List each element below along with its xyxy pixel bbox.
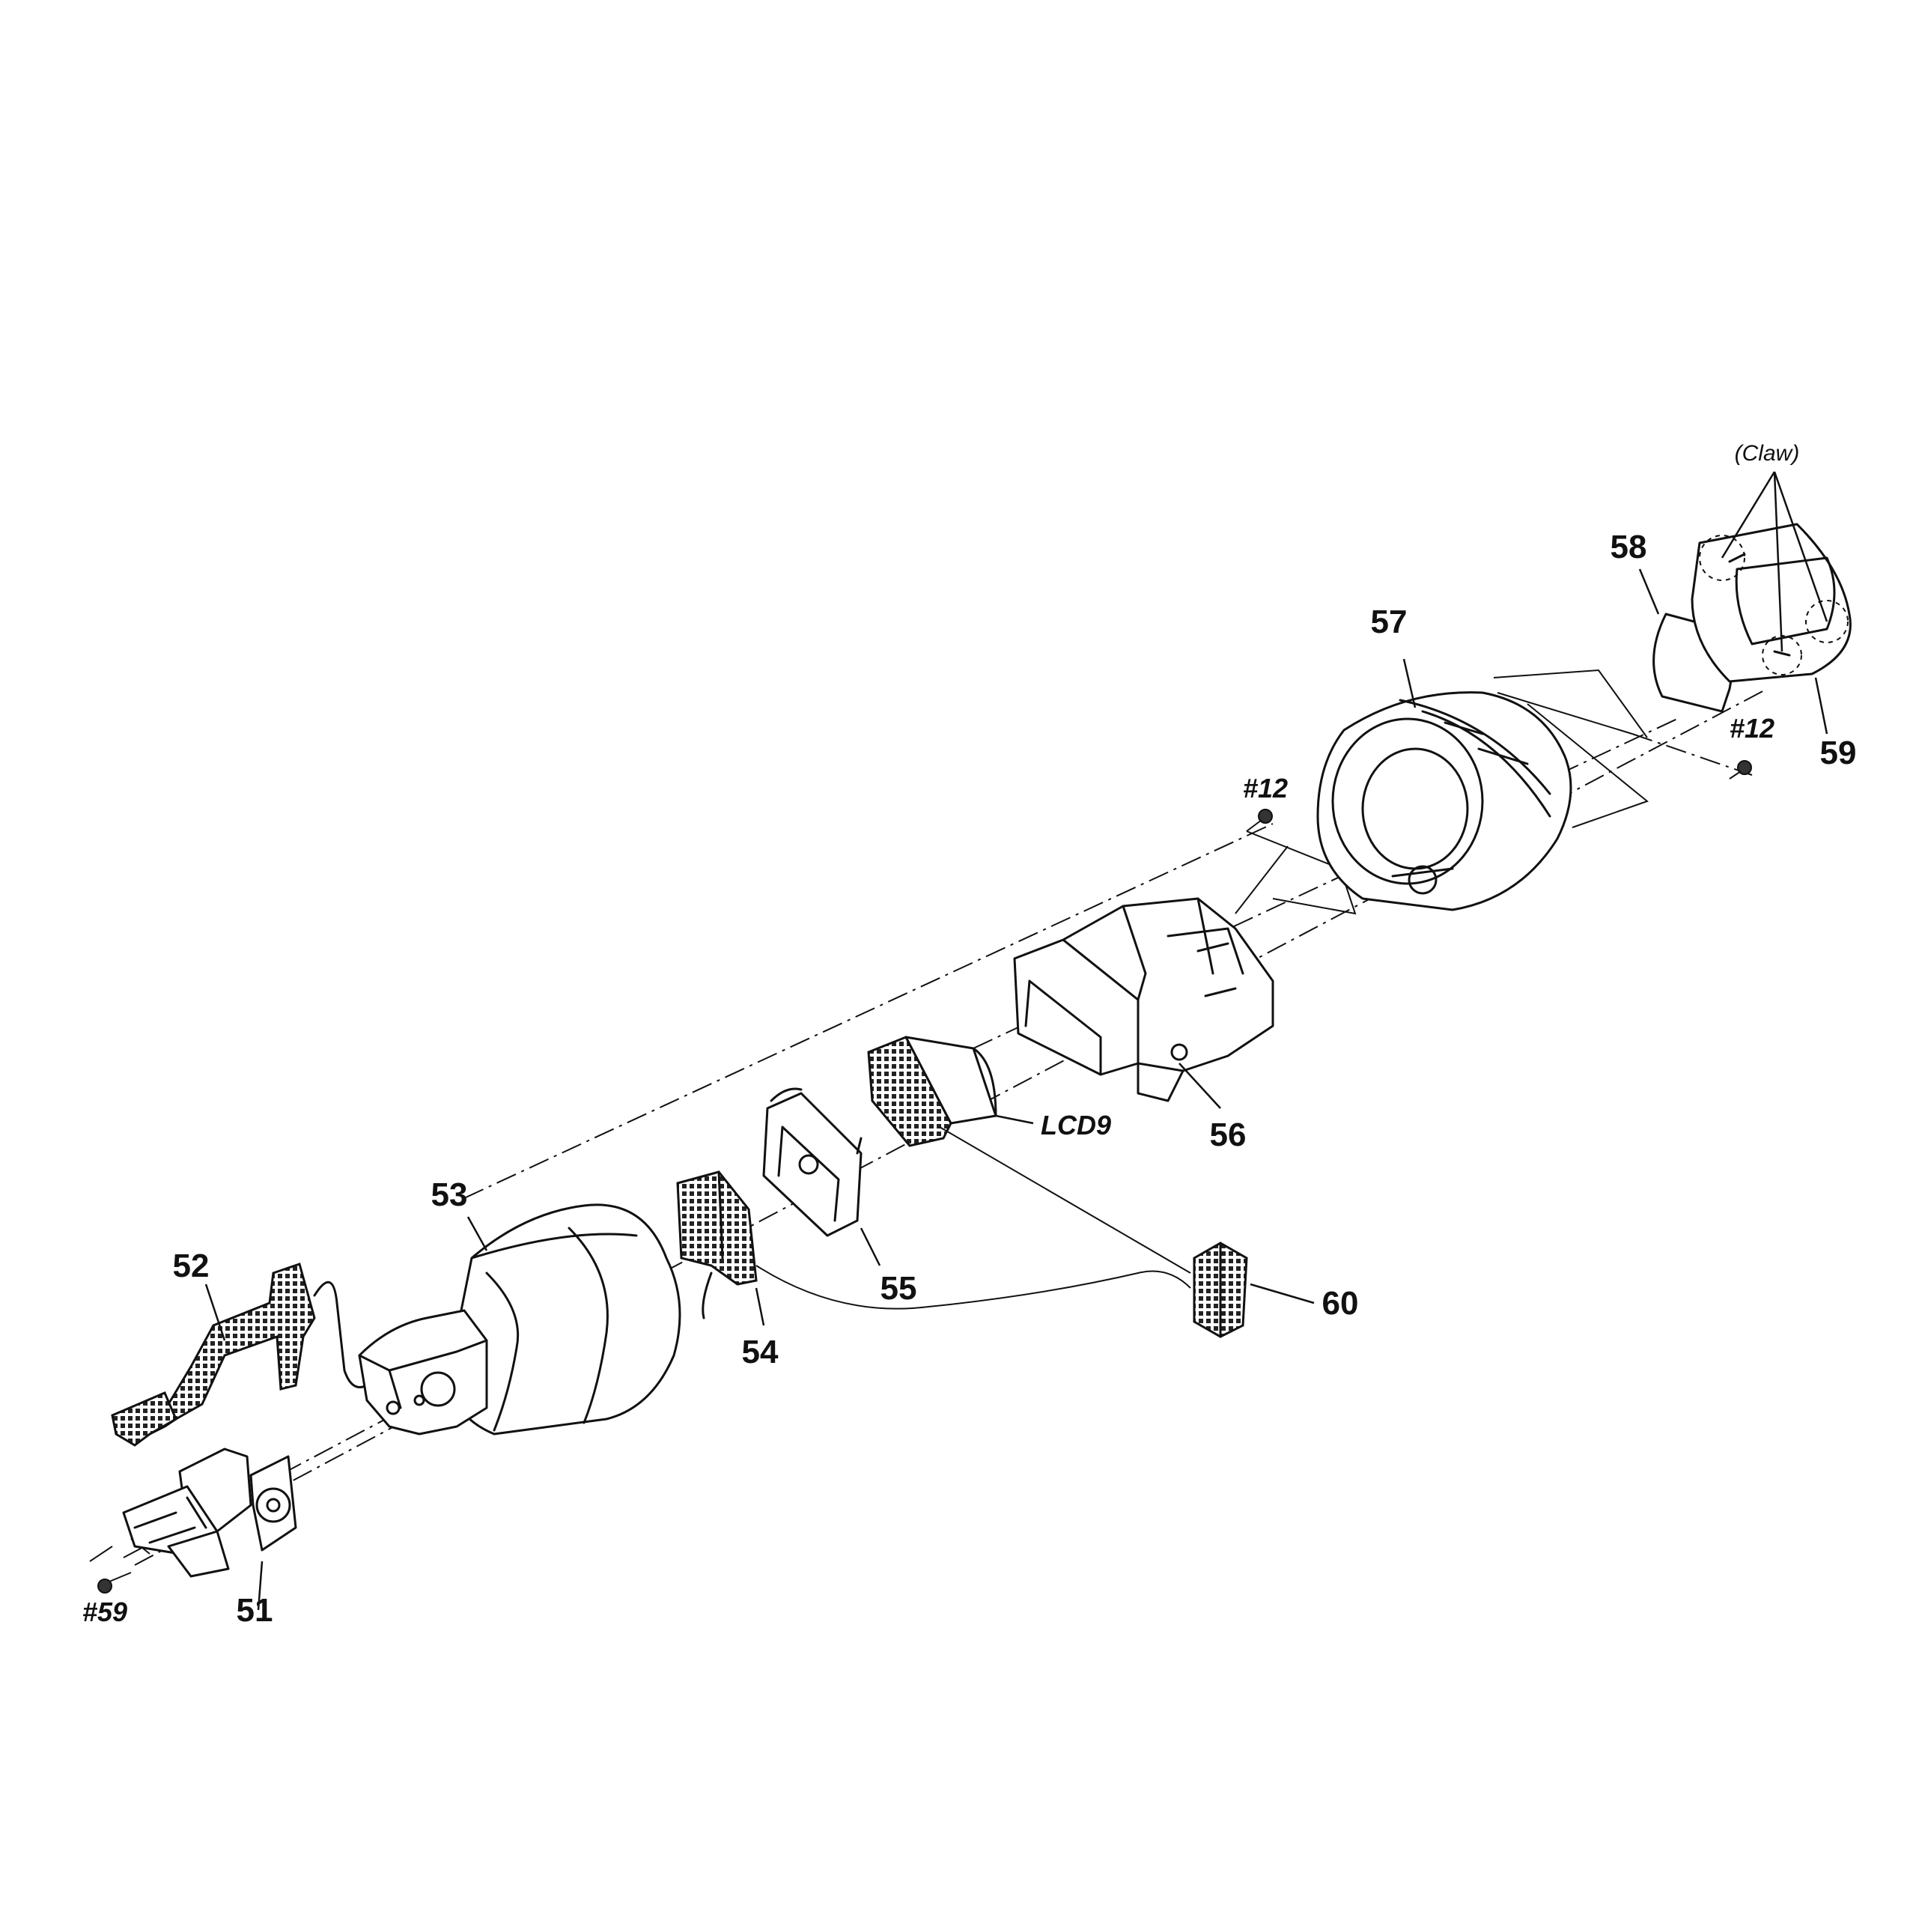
part-52-flex-cable	[111, 1263, 368, 1447]
part-56-main-block	[1013, 897, 1274, 1109]
label-57: 57	[1371, 604, 1408, 640]
label-56: 56	[1210, 1117, 1247, 1153]
label-screw-12-right: #12	[1730, 713, 1774, 744]
label-54: 54	[742, 1334, 779, 1370]
part-lcd9-panel	[867, 1036, 1034, 1147]
label-53: 53	[431, 1176, 468, 1213]
label-lcd9: LCD9	[1041, 1110, 1111, 1140]
part-54-mesh-block	[676, 1170, 765, 1326]
label-58: 58	[1611, 529, 1647, 565]
screw-12-right-icon	[1729, 760, 1752, 780]
label-60: 60	[1322, 1285, 1359, 1322]
label-51: 51	[237, 1592, 273, 1629]
screw-59-icon	[97, 1572, 132, 1594]
label-55: 55	[880, 1270, 917, 1307]
part-60-shield	[1193, 1242, 1315, 1338]
part-59-cover	[1691, 471, 1852, 735]
screw-12-left-icon	[1246, 809, 1273, 832]
part-51-bracket	[122, 1448, 297, 1578]
label-claw: (Claw)	[1735, 441, 1800, 466]
label-59: 59	[1820, 735, 1857, 771]
part-53-housing	[358, 1203, 681, 1436]
label-screw-12-left: #12	[1243, 773, 1288, 804]
part-57-eyecup	[1316, 658, 1572, 911]
part-55-frame	[762, 1087, 881, 1266]
label-screw-59: #59	[82, 1597, 127, 1627]
label-52: 52	[173, 1248, 210, 1284]
